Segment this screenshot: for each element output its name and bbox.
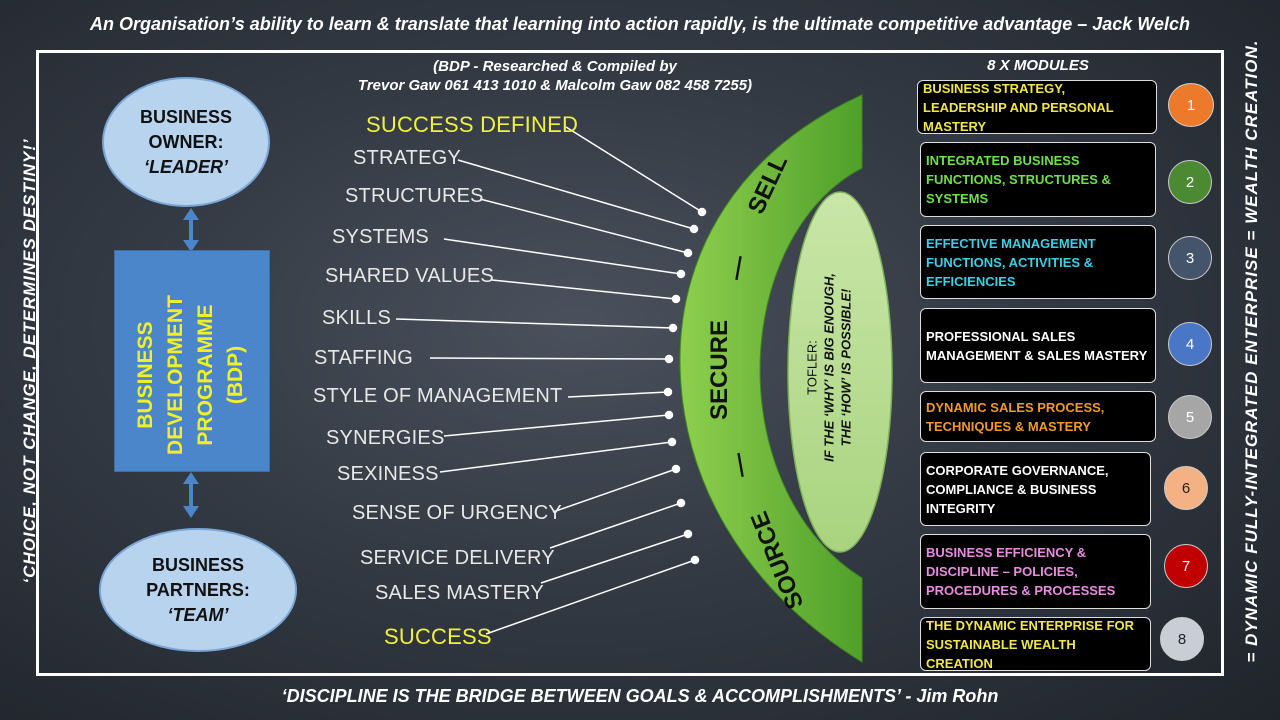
owner-role: ‘LEADER’: [143, 156, 228, 177]
bottom-quote: ‘DISCIPLINE IS THE BRIDGE BETWEEN GOALS …: [281, 686, 999, 706]
module-5-number: 5: [1168, 395, 1212, 439]
module-6: CORPORATE GOVERNANCE, COMPLIANCE & BUSIN…: [920, 452, 1151, 526]
module-2-number: 2: [1168, 160, 1212, 204]
item-sales-mastery: SALES MASTERY: [375, 582, 544, 604]
tofler-line1: IF THE ‘WHY’ IS BIG ENOUGH,: [821, 273, 837, 462]
credit-text: (BDP - Researched & Compiled by Trevor G…: [357, 58, 753, 94]
module-2: INTEGRATED BUSINESS FUNCTIONS, STRUCTURE…: [920, 142, 1156, 217]
green-arc-band: [679, 94, 863, 663]
main-frame: [36, 50, 1224, 676]
module-5-text: DYNAMIC SALES PROCESS, TECHNIQUES & MAST…: [926, 399, 1105, 434]
module-6-text: CORPORATE GOVERNANCE, COMPLIANCE & BUSIN…: [926, 462, 1109, 516]
module-7-number: 7: [1164, 544, 1208, 588]
module-7-text: BUSINESS EFFICIENCY & DISCIPLINE – POLIC…: [926, 545, 1116, 598]
module-4-text: PROFESSIONAL SALES MANAGEMENT & SALES MA…: [926, 328, 1148, 363]
item-strategy: STRATEGY: [353, 147, 461, 169]
item-service-delivery: SERVICE DELIVERY: [360, 547, 555, 569]
tofler-line2: THE ‘HOW’ IS POSSIBLE!: [838, 288, 854, 447]
business-partners-ellipse: BUSINESS PARTNERS: ‘TEAM’: [99, 528, 297, 652]
module-1-text: BUSINESS STRATEGY, LEADERSHIP AND PERSON…: [923, 80, 1114, 134]
module-8: THE DYNAMIC ENTERPRISE FOR SUSTAINABLE W…: [920, 617, 1151, 671]
module-3-text: EFFECTIVE MANAGEMENT FUNCTIONS, ACTIVITI…: [926, 235, 1096, 289]
module-3-number: 3: [1168, 236, 1212, 280]
business-owner-ellipse: BUSINESS OWNER: ‘LEADER’: [102, 77, 270, 207]
tofler-quote: TOFLER: IF THE ‘WHY’ IS BIG ENOUGH, THE …: [804, 238, 855, 498]
bdp-box: [114, 250, 270, 472]
item-structures: STRUCTURES: [345, 185, 484, 207]
modules-title: 8 X MODULES: [987, 57, 1089, 74]
module-4: PROFESSIONAL SALES MANAGEMENT & SALES MA…: [920, 308, 1156, 383]
item-sexiness: SEXINESS: [337, 463, 439, 485]
item-staffing: STAFFING: [314, 347, 414, 369]
item-success-defined: SUCCESS DEFINED: [366, 112, 579, 137]
tofler-oval: [787, 191, 893, 553]
owner-line1: BUSINESS: [139, 106, 233, 127]
arc-word-secure: SECURE: [706, 319, 733, 421]
top-quote: An Organisation’s ability to learn & tra…: [90, 14, 1190, 34]
module-8-number: 8: [1160, 617, 1204, 661]
module-1-number: 1: [1168, 83, 1214, 127]
partners-role: ‘TEAM’: [167, 604, 229, 625]
item-systems: SYSTEMS: [332, 226, 429, 248]
item-sense-of-urgency: SENSE OF URGENCY: [352, 502, 562, 524]
item-synergies: SYNERGIES: [326, 427, 445, 449]
partners-line2: PARTNERS:: [146, 579, 250, 600]
module-4-number: 4: [1168, 322, 1212, 366]
partners-line1: BUSINESS: [151, 554, 245, 575]
module-7: BUSINESS EFFICIENCY & DISCIPLINE – POLIC…: [920, 534, 1151, 609]
module-5: DYNAMIC SALES PROCESS, TECHNIQUES & MAST…: [920, 391, 1156, 442]
module-8-text: THE DYNAMIC ENTERPRISE FOR SUSTAINABLE W…: [926, 617, 1135, 671]
module-1: BUSINESS STRATEGY, LEADERSHIP AND PERSON…: [917, 80, 1157, 134]
item-shared-values: SHARED VALUES: [325, 265, 494, 287]
double-arrow-bottom: [183, 472, 199, 518]
owner-line2: OWNER:: [148, 131, 224, 152]
bdp-label: BUSINESS DEVELOPMENT PROGRAMME (BDP): [134, 295, 247, 455]
item-skills: SKILLS: [322, 307, 392, 329]
item-style-of-management: STYLE OF MANAGEMENT: [313, 385, 563, 407]
module-3: EFFECTIVE MANAGEMENT FUNCTIONS, ACTIVITI…: [920, 225, 1156, 299]
double-arrow-top: [183, 208, 199, 252]
module-2-text: INTEGRATED BUSINESS FUNCTIONS, STRUCTURE…: [926, 153, 1111, 206]
item-success: SUCCESS: [384, 624, 492, 649]
tofler-label: TOFLER:: [804, 340, 820, 395]
module-6-number: 6: [1164, 466, 1208, 510]
